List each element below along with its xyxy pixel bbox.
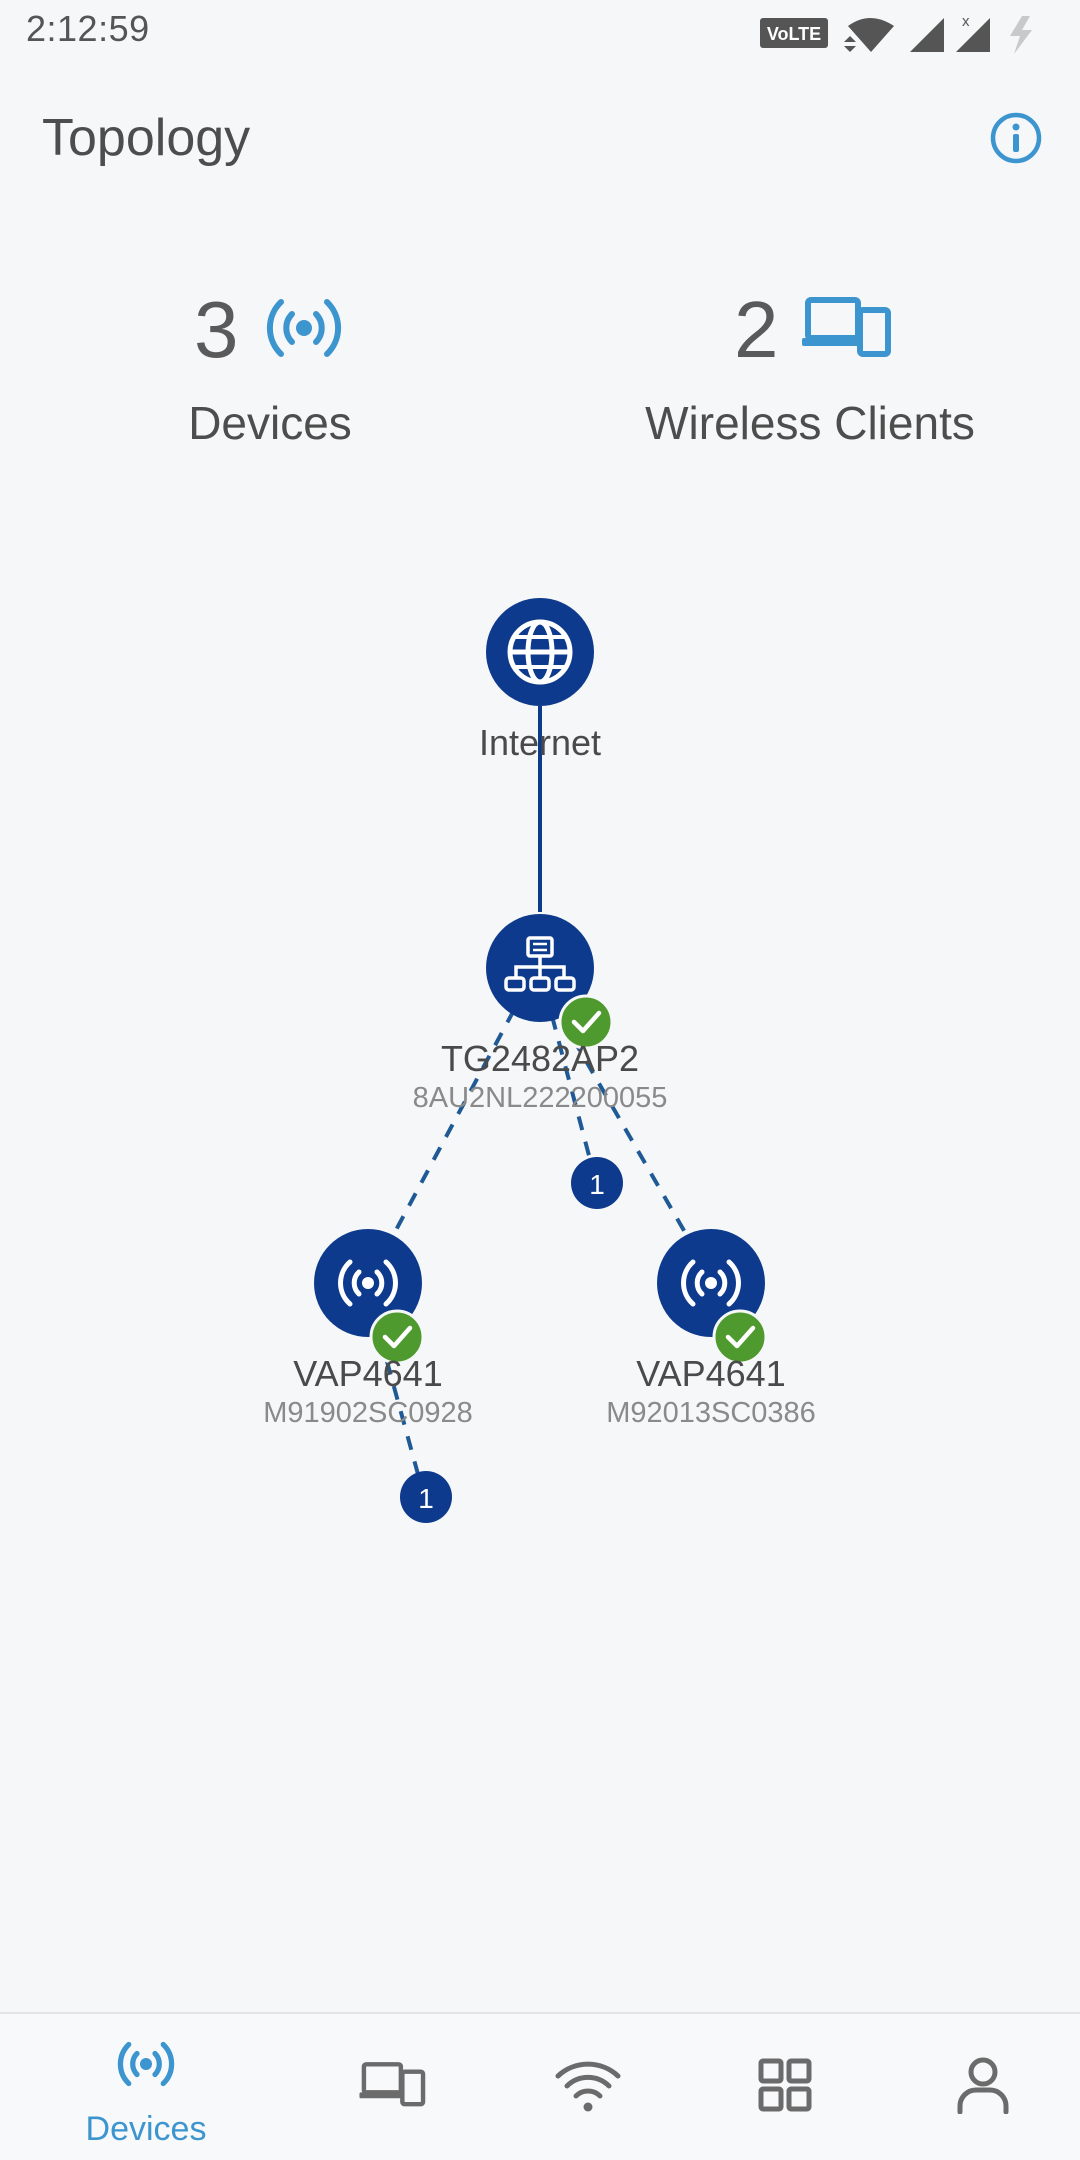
- gateway-name: TG2482AP2: [440, 1038, 640, 1079]
- internet-label: Internet: [478, 722, 602, 763]
- broadcast-icon: [266, 299, 342, 357]
- devices-count: 3: [194, 285, 239, 374]
- extender-2-serial: M92013SC0386: [606, 1397, 816, 1429]
- nav-wifi[interactable]: [490, 2014, 686, 2160]
- gateway-extender-2-link: [558, 1014, 688, 1236]
- svg-text:1: 1: [418, 1483, 434, 1514]
- wireless-clients-label: Wireless Clients: [645, 397, 975, 449]
- extender-1-serial: M91902SC0928: [263, 1397, 473, 1429]
- network-hub-icon: [504, 936, 576, 992]
- svg-text:VoLTE: VoLTE: [767, 24, 821, 44]
- info-icon[interactable]: [988, 110, 1044, 166]
- bottom-navigation: Devices: [0, 2012, 1080, 2160]
- gateway-serial: 8AU2NL222200055: [412, 1082, 668, 1114]
- gateway-node[interactable]: [486, 914, 594, 1022]
- nav-clients[interactable]: [294, 2014, 490, 2160]
- grid-icon: [758, 2058, 812, 2112]
- gateway-client-link: [550, 1015, 598, 1183]
- internet-node[interactable]: [486, 598, 594, 706]
- user-icon: [957, 2057, 1009, 2114]
- devices-icon: [359, 2062, 426, 2107]
- cell-signal-icon: [910, 18, 944, 52]
- extender-1-status-check-icon: [369, 1309, 425, 1365]
- gateway-status-check-icon: [558, 994, 614, 1050]
- status-time: 2:12:59: [26, 8, 150, 49]
- broadcast-icon: [681, 1259, 741, 1307]
- status-bar: 2:12:59 VoLTE x: [0, 0, 1080, 64]
- status-icons: VoLTE x: [760, 13, 1032, 54]
- broadcast-icon: [117, 2041, 175, 2087]
- wifi-icon: [555, 2061, 621, 2112]
- svg-text:1: 1: [589, 1169, 605, 1200]
- wireless-clients-count: 2: [734, 285, 779, 374]
- devices-label: Devices: [188, 397, 352, 449]
- broadcast-icon: [338, 1259, 398, 1307]
- volte-icon: VoLTE: [760, 18, 828, 48]
- nav-account[interactable]: [884, 2014, 1080, 2160]
- nav-devices-label: Devices: [85, 2110, 207, 2148]
- wifi-signal-icon: [844, 18, 894, 52]
- page-title: Topology: [42, 109, 251, 167]
- battery-charging-icon: [1010, 16, 1032, 54]
- svg-text:x: x: [962, 13, 970, 30]
- extender-2-status-check-icon: [712, 1309, 768, 1365]
- devices-icon: [802, 297, 891, 357]
- cell-signal-2-icon: x: [956, 13, 990, 52]
- extender-1-client-badge[interactable]: 1: [400, 1471, 452, 1523]
- nav-apps[interactable]: [686, 2014, 882, 2160]
- gateway-client-badge[interactable]: 1: [571, 1157, 623, 1209]
- extender-1-name: VAP4641: [293, 1353, 443, 1394]
- gateway-extender-1-link: [394, 1009, 516, 1231]
- extender-2-name: VAP4641: [636, 1353, 786, 1394]
- globe-icon: [507, 619, 573, 685]
- nav-devices[interactable]: Devices: [48, 2014, 244, 2160]
